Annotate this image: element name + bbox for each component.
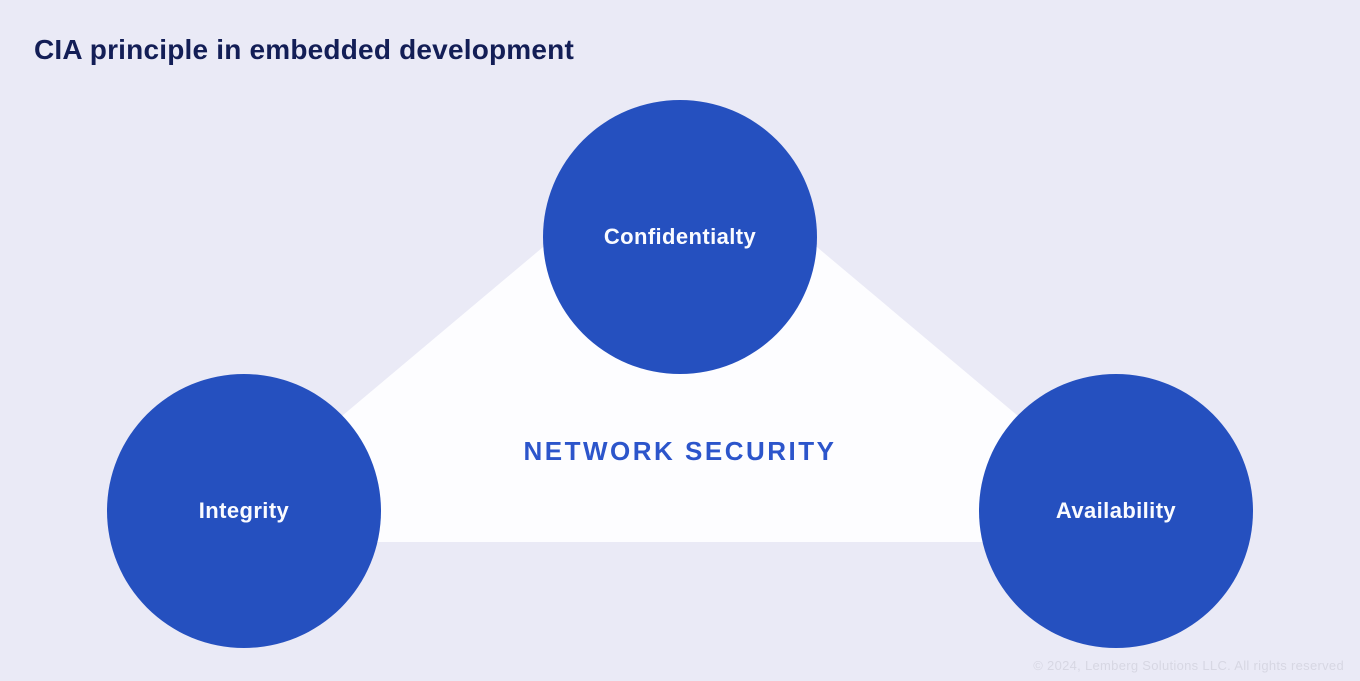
- node-confidentiality-label: Confidentialty: [603, 224, 757, 249]
- node-availability: Availability: [979, 374, 1253, 648]
- copyright-text: © 2024, Lemberg Solutions LLC. All right…: [1033, 658, 1344, 673]
- center-label: NETWORK SECURITY: [523, 436, 837, 466]
- page-title: CIA principle in embedded development: [34, 34, 575, 65]
- node-integrity-label: Integrity: [198, 498, 290, 523]
- node-availability-label: Availability: [1055, 498, 1177, 523]
- node-confidentiality: Confidentialty: [543, 100, 817, 374]
- node-integrity: Integrity: [107, 374, 381, 648]
